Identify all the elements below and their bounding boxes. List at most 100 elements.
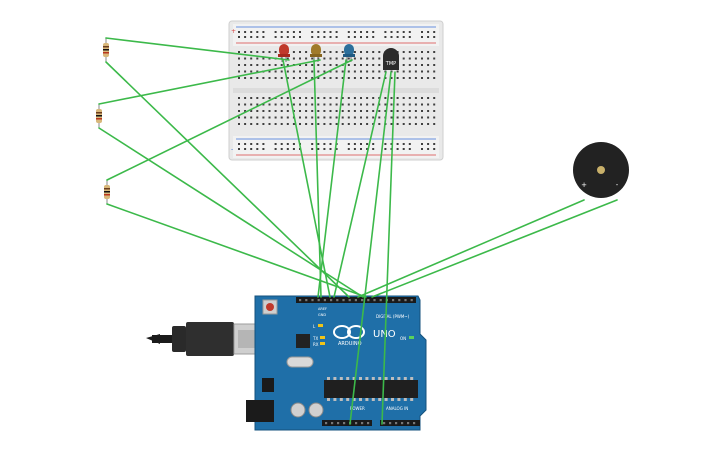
header-pin[interactable] bbox=[367, 422, 370, 425]
header-pin[interactable] bbox=[355, 422, 358, 425]
mcu-pin bbox=[391, 377, 394, 380]
header-pin[interactable] bbox=[395, 422, 398, 425]
wire-buzzer-minus[interactable] bbox=[371, 199, 618, 298]
wire-res1-led-red[interactable] bbox=[105, 37, 290, 61]
wire-sensor-c[interactable] bbox=[381, 71, 396, 425]
header-pin[interactable] bbox=[404, 299, 407, 302]
breadboard-hole bbox=[238, 51, 240, 53]
breadboard-hole bbox=[250, 64, 253, 66]
breadboard-hole bbox=[299, 51, 301, 53]
header-pin[interactable] bbox=[299, 299, 302, 302]
resistor-3[interactable] bbox=[104, 180, 110, 204]
wire-res2-led-yellow[interactable] bbox=[98, 59, 321, 105]
header-pin[interactable] bbox=[413, 422, 416, 425]
breadboard-hole bbox=[421, 57, 423, 60]
breadboard-hole bbox=[347, 123, 350, 125]
breadboard-hole bbox=[372, 51, 375, 53]
header-pin[interactable] bbox=[407, 422, 410, 425]
header-pin[interactable] bbox=[373, 299, 376, 302]
header-pin[interactable] bbox=[342, 299, 345, 302]
resistor-1[interactable] bbox=[103, 38, 109, 62]
breadboard-hole bbox=[433, 77, 436, 79]
breadboard-hole bbox=[274, 148, 277, 150]
header-pin[interactable] bbox=[383, 422, 386, 425]
header-pin[interactable] bbox=[389, 422, 392, 425]
header-pin[interactable] bbox=[401, 422, 404, 425]
header-pin[interactable] bbox=[354, 299, 357, 302]
header-pin[interactable] bbox=[317, 299, 320, 302]
breadboard-hole bbox=[408, 57, 411, 60]
header-pin[interactable] bbox=[379, 299, 382, 302]
header-pin[interactable] bbox=[398, 299, 401, 302]
breadboard-hole bbox=[244, 57, 247, 60]
breadboard-hole bbox=[274, 31, 277, 33]
breadboard-hole bbox=[256, 70, 259, 73]
header-pin[interactable] bbox=[367, 299, 370, 302]
wire-res3-gnd[interactable] bbox=[106, 203, 367, 298]
breadboard-hole bbox=[427, 57, 430, 60]
wire-res1-gnd[interactable] bbox=[105, 61, 350, 298]
breadboard-hole bbox=[360, 116, 362, 119]
breadboard-hole bbox=[427, 97, 430, 99]
breadboard-hole bbox=[335, 110, 338, 112]
breadboard-hole bbox=[280, 31, 283, 33]
usb-cable[interactable] bbox=[146, 322, 271, 356]
breadboard-hole bbox=[274, 103, 277, 106]
arduino-uno[interactable]: AREF GND DIGITAL (PWM~) ARDUINO UNO L TX… bbox=[246, 295, 427, 431]
header-pin[interactable] bbox=[323, 299, 326, 302]
breadboard-hole bbox=[244, 123, 247, 125]
header-pin[interactable] bbox=[410, 299, 413, 302]
breadboard-hole bbox=[390, 123, 393, 125]
breadboard-hole bbox=[433, 51, 436, 53]
breadboard-hole bbox=[329, 110, 332, 112]
breadboard-hole bbox=[274, 77, 277, 79]
wire-buzzer-plus[interactable] bbox=[357, 199, 585, 298]
breadboard-hole bbox=[268, 110, 271, 112]
header-pin[interactable] bbox=[348, 299, 351, 302]
header-pin[interactable] bbox=[336, 299, 339, 302]
wire-sensor-b[interactable] bbox=[349, 71, 392, 425]
breadboard-hole bbox=[427, 31, 430, 33]
breadboard-hole bbox=[378, 77, 381, 79]
wire-sensor-a[interactable] bbox=[333, 71, 387, 298]
breadboard-hole bbox=[238, 70, 240, 73]
breadboard-hole bbox=[244, 143, 247, 145]
breadboard-hole bbox=[414, 110, 417, 112]
wire-led-yellow-d[interactable] bbox=[313, 59, 322, 298]
header-pin[interactable] bbox=[337, 422, 340, 425]
piezo-buzzer[interactable]: + - bbox=[573, 142, 629, 198]
led-blue[interactable] bbox=[343, 44, 355, 62]
breadboard-hole bbox=[299, 103, 301, 106]
breadboard-hole bbox=[244, 148, 247, 150]
breadboard-hole bbox=[396, 77, 399, 79]
header-pin[interactable] bbox=[392, 299, 395, 302]
temperature-sensor[interactable]: TMP bbox=[383, 48, 399, 70]
wire-res2-gnd[interactable] bbox=[98, 127, 364, 298]
breadboard-hole bbox=[372, 103, 375, 106]
wire-res3-led-blue[interactable] bbox=[106, 59, 353, 181]
breadboard-hole bbox=[390, 77, 393, 79]
breadboard-hole bbox=[268, 77, 271, 79]
mcu-pin bbox=[397, 398, 401, 401]
header-pin[interactable] bbox=[331, 422, 334, 425]
breadboard-hole bbox=[384, 148, 387, 150]
header-pin[interactable] bbox=[361, 422, 364, 425]
breadboard-hole bbox=[323, 110, 326, 112]
breadboard-hole bbox=[238, 148, 240, 150]
breadboard-hole bbox=[329, 148, 332, 150]
header-pin[interactable] bbox=[361, 299, 364, 302]
header-pin[interactable] bbox=[343, 422, 346, 425]
breadboard-hole bbox=[244, 110, 247, 112]
resistor-2[interactable] bbox=[96, 104, 102, 128]
header-pin[interactable] bbox=[311, 299, 314, 302]
header-pin[interactable] bbox=[325, 422, 328, 425]
wire-led-blue-d[interactable] bbox=[317, 59, 347, 298]
gnd-label: GND bbox=[318, 313, 326, 317]
breadboard-hole bbox=[360, 77, 362, 79]
breadboard-hole bbox=[360, 64, 362, 66]
header-pin[interactable] bbox=[330, 299, 333, 302]
breadboard-hole bbox=[250, 51, 253, 53]
header-pin[interactable] bbox=[305, 299, 308, 302]
breadboard-hole bbox=[421, 36, 423, 38]
